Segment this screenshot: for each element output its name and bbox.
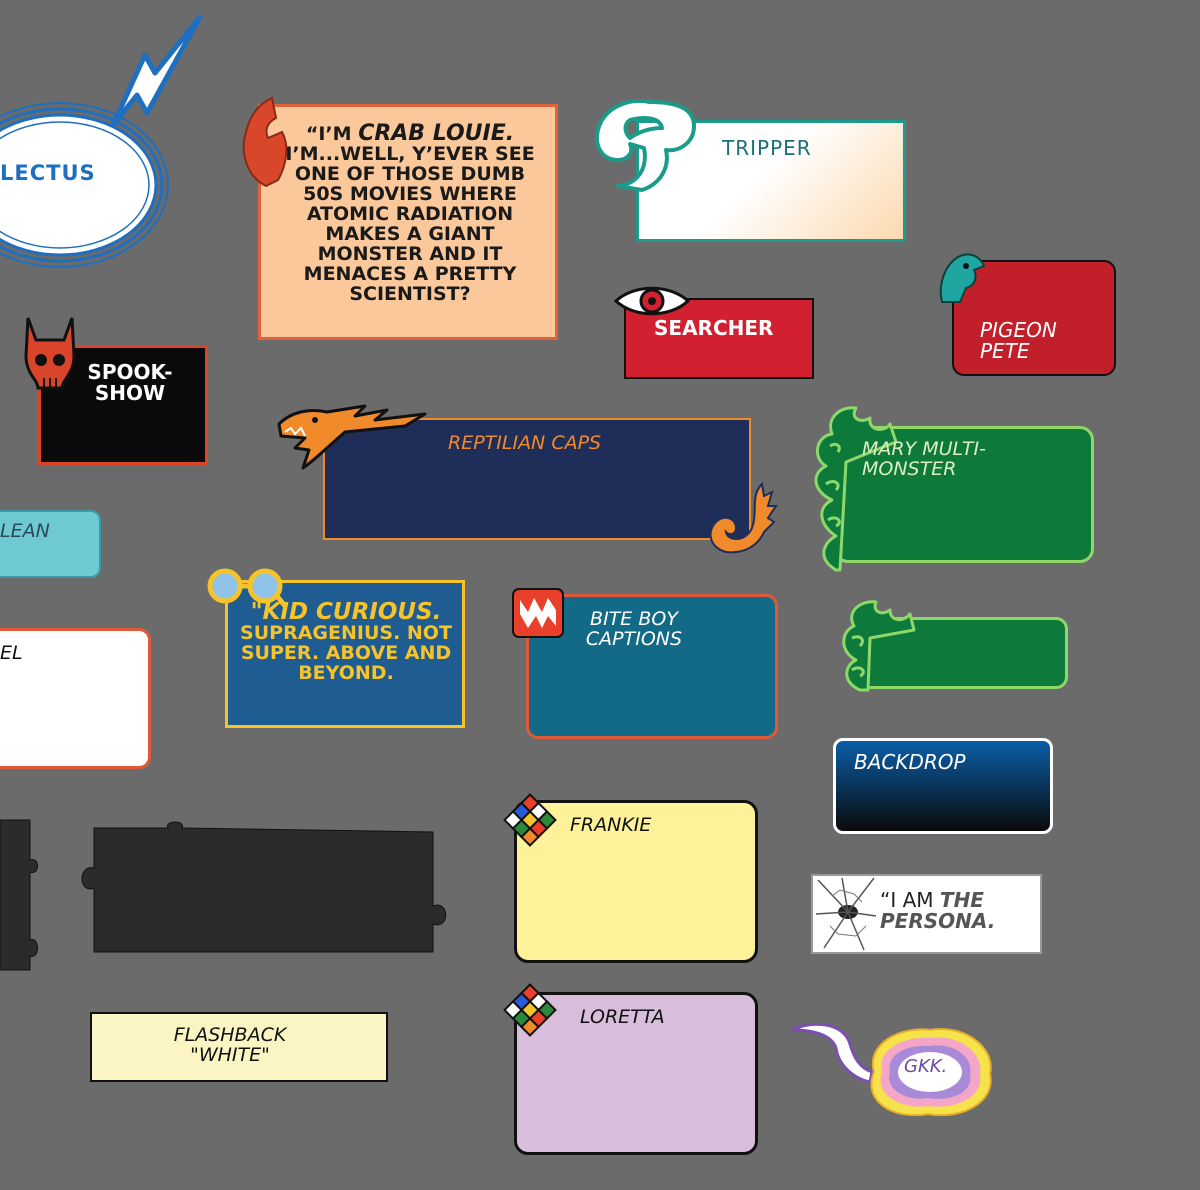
dragon-icon [277,404,427,470]
flashback-caption-box [90,1012,388,1082]
flame-icon [814,406,898,572]
panel-label: EL [0,642,23,664]
bite-boy-caption-box [526,594,778,739]
gkk-burst [870,1028,992,1117]
pigeon-pete-caption-box [952,260,1116,376]
tripper-label: TRIPPER [722,136,812,160]
searcher-label: SEARCHER [654,316,774,340]
kid-curious-text: "KID CURIOUS. SUPRAGENIUS. NOT SUPER. AB… [236,600,456,684]
glasses-icon [207,568,287,608]
backdrop-label: BACKDROP [854,750,966,774]
crab-louie-prefix: “I’M [305,123,352,145]
spirit-wisp-icon [791,1022,874,1084]
mary-label: MARY MULTI-MONSTER [862,438,986,480]
crab-louie-body: I’M...WELL, Y’EVER SEE ONE OF THOSE DUMB… [285,143,535,305]
spook-show-label: SPOOK- SHOW [87,360,173,405]
crab-louie-text: “I’M CRAB LOUIE. I’M...WELL, Y’EVER SEE … [272,122,548,305]
kid-curious-name: "KID CURIOUS. [250,599,442,625]
bird-head-icon [939,253,986,303]
loretta-caption-box [514,992,758,1155]
persona-text: “I AM THE PERSONA. [880,890,1030,932]
fanged-mouth-icon [512,588,564,638]
skull-icon [24,317,76,390]
flashback-label: FLASHBACK "WHITE" [173,1024,287,1066]
swirl-icon [594,99,696,192]
reptilian-caps-caption-box [323,418,751,540]
crab-louie-caption-box [258,104,558,340]
persona-prefix: “I AM [880,888,934,912]
intellectus-balloon [0,102,169,268]
crab-louie-name: CRAB LOUIE. [358,121,515,146]
kid-curious-body: SUPRAGENIUS. NOT SUPER. ABOVE AND BEYOND… [240,622,452,685]
reptilian-caps-label: REPTILIAN CAPS [448,432,602,454]
eye-icon [613,286,691,316]
gkk-label: GKK. [904,1056,948,1077]
dragon-tail-icon [709,481,778,554]
puzzle-piece-left [0,819,38,971]
kid-curious-caption-box [225,580,465,728]
bite-boy-label: BITE BOY CAPTIONS [585,608,683,650]
frankie-caption-box [514,800,758,963]
tripper-caption-box [636,120,906,242]
backdrop-caption-box [833,738,1053,834]
green-empty-caption-box [852,617,1068,689]
loretta-label: LORETTA [580,1006,665,1028]
shattered-glass-icon [815,877,877,951]
flame-icon [842,600,916,692]
searcher-caption-box [624,298,814,379]
persona-emph: THE PERSONA. [880,888,996,933]
puzzle-piece-main [81,821,447,953]
rubik-cube-icon [503,983,557,1037]
clean-label: LEAN [0,520,50,542]
panel-caption-box [0,628,151,769]
intellectus-label: LECTUS [0,161,96,185]
lightning-bolt-icon [110,14,203,128]
crab-claw-icon [242,96,288,188]
clean-caption-box [0,510,101,578]
pigeon-pete-label: PIGEON PETE [980,318,1057,363]
rubik-cube-icon [503,793,557,847]
frankie-label: FRANKIE [570,814,652,836]
